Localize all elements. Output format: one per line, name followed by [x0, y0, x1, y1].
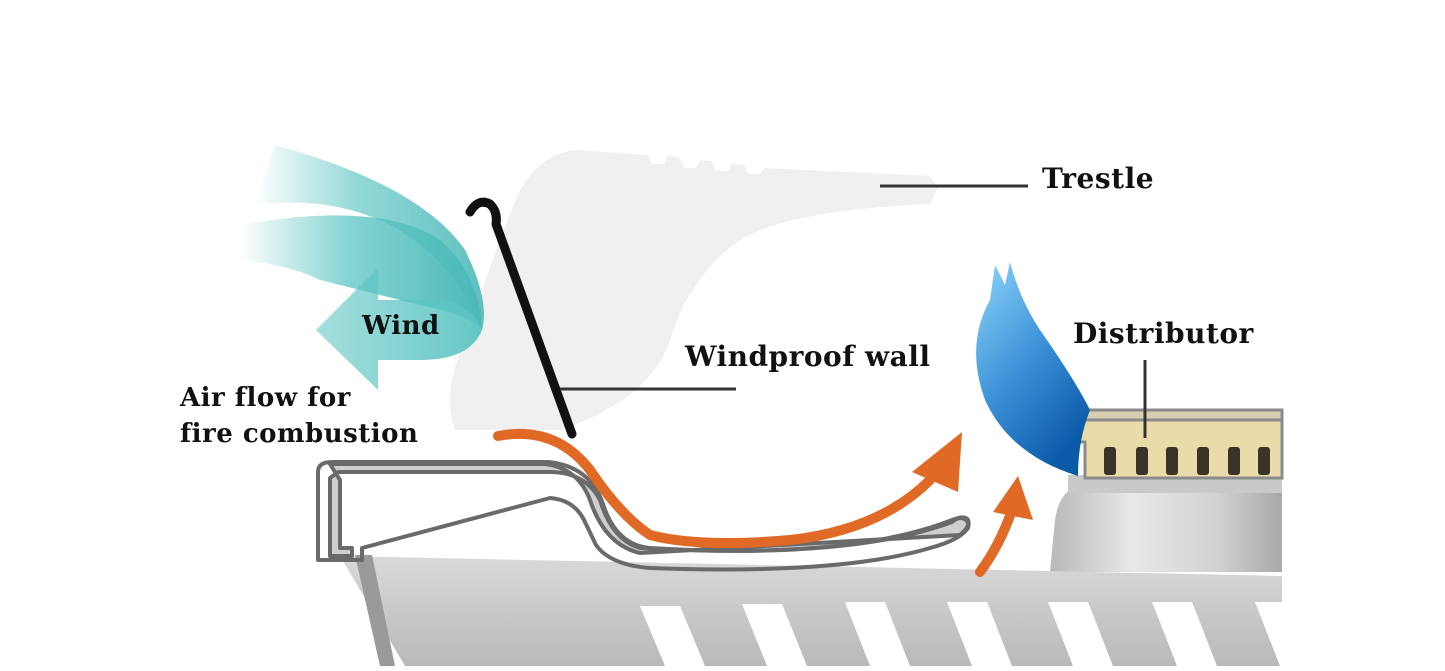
vent-slot	[1048, 602, 1113, 666]
airflow-arrow-burner	[975, 476, 1033, 577]
vent-slot	[1152, 602, 1217, 666]
stove-body	[316, 460, 1282, 666]
windproof-wall	[465, 197, 577, 439]
trestle-label: Trestle	[1042, 162, 1155, 195]
distributor-hole	[1197, 447, 1209, 475]
airflow-arrow	[493, 428, 962, 549]
vent-slot	[640, 606, 705, 666]
distributor-label: Distributor	[1073, 317, 1254, 350]
vent-slot	[742, 604, 807, 666]
distributor-hole	[1104, 447, 1116, 475]
distributor-hole	[1228, 447, 1240, 475]
flame	[976, 262, 1090, 476]
distributor-hole	[1136, 447, 1148, 475]
distributor-hole	[1258, 447, 1270, 475]
wind-arrow	[240, 145, 484, 390]
vent-slot	[947, 602, 1012, 666]
vent-slot	[845, 602, 910, 666]
distributor-burner	[1050, 408, 1284, 572]
trestle-shape	[450, 150, 938, 430]
distributor-hole	[1166, 447, 1178, 475]
wind-label: Wind	[362, 311, 440, 341]
air-flow-label: Air flow for fire combustion	[180, 380, 418, 452]
air-flow-label-line2: fire combustion	[180, 419, 419, 449]
windproof-wall-label: Windproof wall	[685, 340, 931, 373]
air-flow-label-line1: Air flow for	[180, 383, 351, 413]
vent-slot	[1255, 602, 1282, 666]
